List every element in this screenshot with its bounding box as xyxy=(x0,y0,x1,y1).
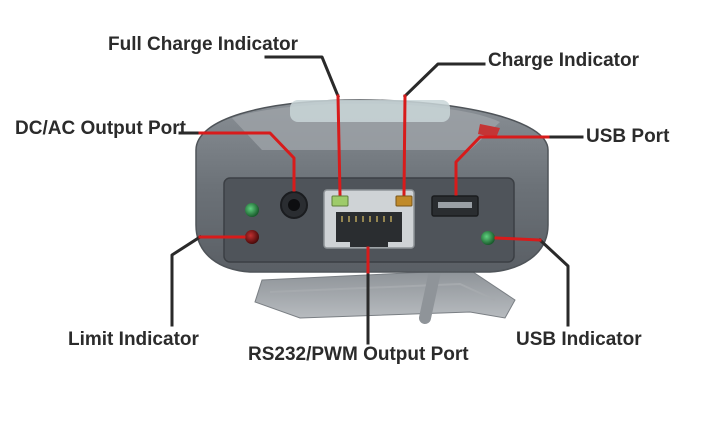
left-green-led xyxy=(245,203,259,217)
charge-indicator-led xyxy=(395,195,413,207)
full-charge-indicator-led xyxy=(331,195,349,207)
usb-indicator-led xyxy=(481,231,495,245)
leader-lines xyxy=(170,55,584,345)
label-limit-indicator: Limit Indicator xyxy=(68,329,199,350)
limit-indicator-led xyxy=(245,230,259,244)
label-rs232-pwm-output-port: RS232/PWM Output Port xyxy=(248,344,469,365)
label-charge-indicator: Charge Indicator xyxy=(488,50,639,71)
label-usb-indicator: USB Indicator xyxy=(516,329,642,350)
label-full-charge-indicator: Full Charge Indicator xyxy=(108,34,299,55)
dc-ac-output-port xyxy=(280,191,308,219)
device-stand xyxy=(254,269,516,319)
label-dc-ac-output-port: DC/AC Output Port xyxy=(15,118,186,139)
label-usb-port: USB Port xyxy=(586,126,670,147)
usb-port xyxy=(431,195,479,217)
